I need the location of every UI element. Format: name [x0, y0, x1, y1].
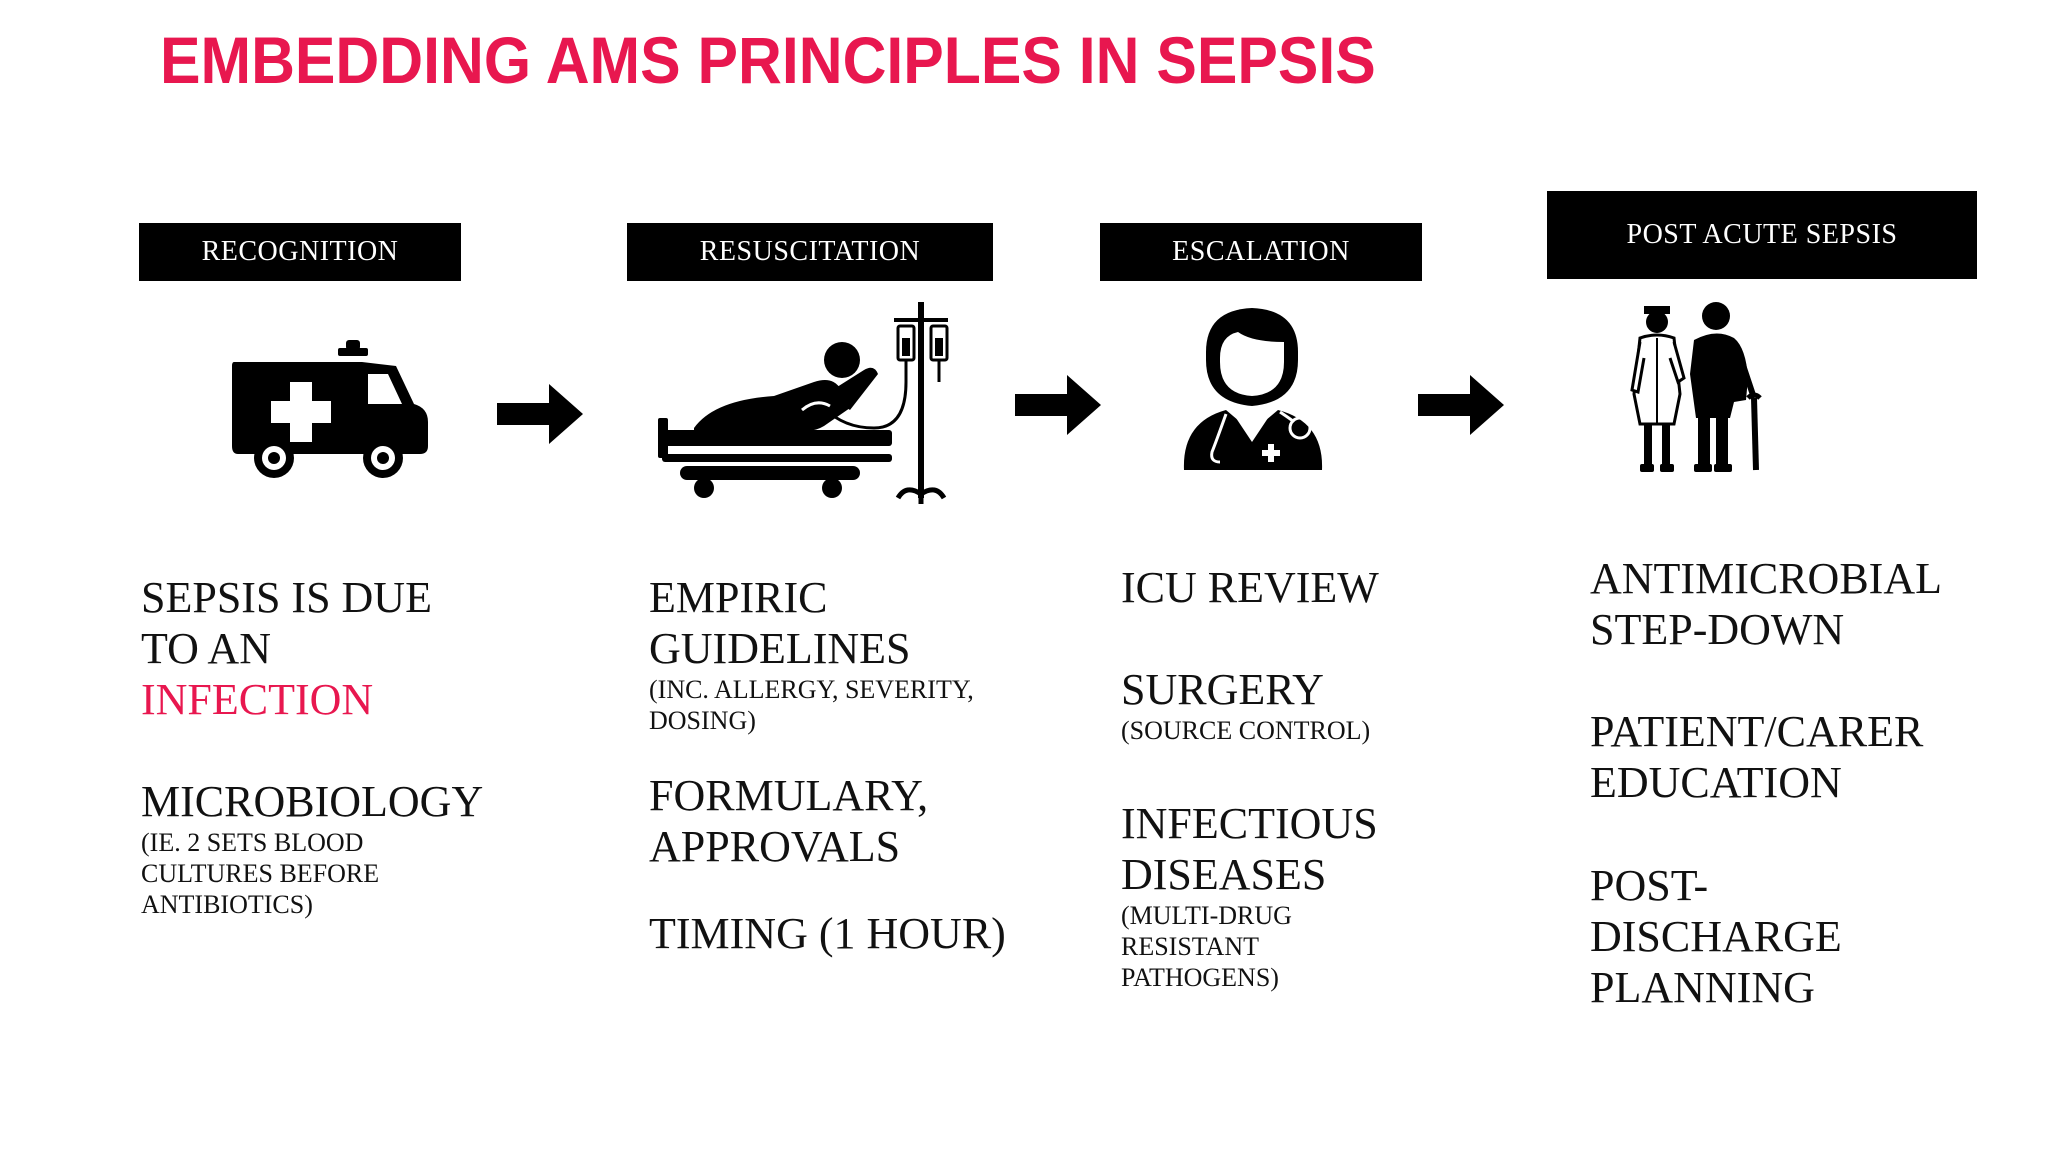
item-note: (IE. 2 SETS BLOOD [141, 828, 364, 857]
item-note: DOSING) [649, 706, 756, 735]
item-title: FORMULARY, [649, 771, 929, 820]
recognition-line: SEPSIS IS DUE [141, 573, 432, 622]
item-title: PATIENT/CARER [1590, 707, 1924, 756]
nurse-elderly-icon [1630, 302, 1762, 472]
item-note: PATHOGENS) [1121, 963, 1279, 992]
item-title: GUIDELINES [649, 624, 911, 673]
arrow-right-icon [1418, 375, 1504, 435]
item-title: ANTIMICROBIAL [1590, 554, 1942, 603]
page-title: EMBEDDING AMS PRINCIPLES IN SEPSIS [160, 23, 1376, 97]
patient-iv-icon [658, 302, 949, 504]
item-note: (MULTI-DRUG [1121, 901, 1292, 930]
item-note: (INC. ALLERGY, SEVERITY, [649, 675, 974, 704]
education-item: PATIENT/CARER EDUCATION [1590, 706, 1923, 808]
formulary-item: FORMULARY, APPROVALS [649, 770, 928, 872]
empiric-guidelines-item: EMPIRIC GUIDELINES (INC. ALLERGY, SEVERI… [649, 572, 974, 736]
item-title: ICU REVIEW [1121, 563, 1379, 612]
step-down-item: ANTIMICROBIAL STEP-DOWN [1590, 553, 1942, 655]
item-note: CULTURES BEFORE [141, 859, 380, 888]
microbiology-item: MICROBIOLOGY (IE. 2 SETS BLOOD CULTURES … [141, 776, 483, 920]
recognition-line: TO AN [141, 624, 271, 673]
item-title: EDUCATION [1590, 758, 1842, 807]
item-note: (SOURCE CONTROL) [1121, 716, 1371, 745]
surgery-item: SURGERY (SOURCE CONTROL) [1121, 664, 1370, 746]
discharge-planning-item: POST- DISCHARGE PLANNING [1590, 860, 1842, 1013]
timing-item: TIMING (1 HOUR) [649, 908, 1006, 959]
item-title: EMPIRIC [649, 573, 828, 622]
stage-header-post-acute-sepsis: POST ACUTE SEPSIS [1547, 191, 1977, 279]
item-title: INFECTIOUS [1121, 799, 1378, 848]
infectious-diseases-item: INFECTIOUS DISEASES (MULTI-DRUG RESISTAN… [1121, 798, 1378, 993]
item-title: STEP-DOWN [1590, 605, 1845, 654]
item-title: SURGERY [1121, 665, 1324, 714]
item-title: DISCHARGE [1590, 912, 1842, 961]
item-title: PLANNING [1590, 963, 1815, 1012]
recognition-principle: SEPSIS IS DUE TO AN INFECTION [141, 572, 432, 725]
recognition-infection-highlight: INFECTION [141, 675, 374, 724]
item-title: APPROVALS [649, 822, 901, 871]
ambulance-icon [232, 340, 428, 478]
arrow-right-icon [1015, 375, 1101, 435]
item-title: POST- [1590, 861, 1709, 910]
item-title: DISEASES [1121, 850, 1327, 899]
stage-header-escalation: ESCALATION [1100, 223, 1422, 281]
arrow-right-icon [497, 384, 583, 444]
stage-header-recognition: RECOGNITION [139, 223, 461, 281]
item-note: RESISTANT [1121, 932, 1260, 961]
item-title: MICROBIOLOGY [141, 777, 484, 826]
icu-review-item: ICU REVIEW [1121, 562, 1379, 613]
stage-header-resuscitation: RESUSCITATION [627, 223, 993, 281]
item-note: ANTIBIOTICS) [141, 890, 313, 919]
item-title: TIMING (1 HOUR) [649, 909, 1006, 958]
doctor-icon [1183, 308, 1323, 470]
